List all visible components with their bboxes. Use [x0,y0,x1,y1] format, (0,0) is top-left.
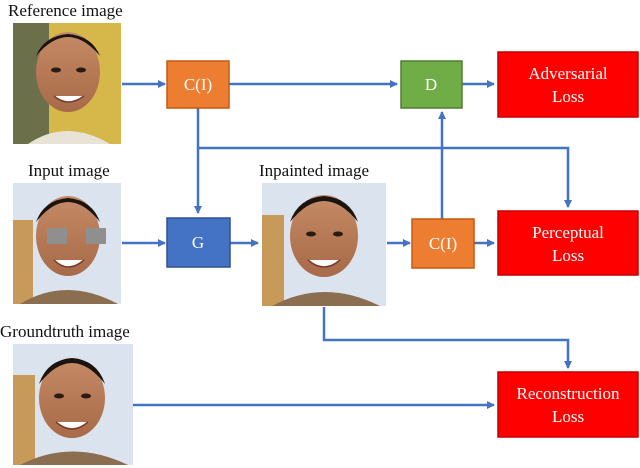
reconstruction-loss-line2: Loss [552,407,584,426]
block-g-label: G [192,233,204,252]
groundtruth-image-label: Groundtruth image [0,322,130,341]
block-c-top-label: C(I) [184,75,212,94]
reference-image [13,23,121,144]
perceptual-loss-line1: Perceptual [532,223,604,242]
input-image-label: Input image [28,161,110,180]
block-d-label: D [425,75,437,94]
inpainted-image-label: Inpainted image [259,161,369,180]
reconstruction-loss-line1: Reconstruction [517,384,620,403]
reconstruction-loss: Reconstruction Loss [497,371,639,438]
arrow-c-top-to-perceptual [198,146,572,208]
perceptual-loss: Perceptual Loss [497,210,639,276]
adversarial-loss-line2: Loss [552,87,584,106]
adversarial-loss-line1: Adversarial [528,64,608,83]
block-g: G [166,217,231,268]
block-c-bottom-label: C(I) [429,234,457,253]
perceptual-loss-line2: Loss [552,246,584,265]
block-d: D [400,60,463,109]
groundtruth-image [13,344,133,465]
eye-mask-left [47,228,67,244]
reference-image-label: Reference image [8,1,123,20]
input-image [13,183,121,304]
connectors [122,80,572,409]
adversarial-loss: Adversarial Loss [497,51,639,118]
block-c-bottom: C(I) [411,218,475,269]
eye-mask-right [86,228,106,244]
block-c-top: C(I) [166,60,230,109]
arrow-inpainted-to-reconstruction [322,307,572,369]
inpainted-image [262,183,386,306]
